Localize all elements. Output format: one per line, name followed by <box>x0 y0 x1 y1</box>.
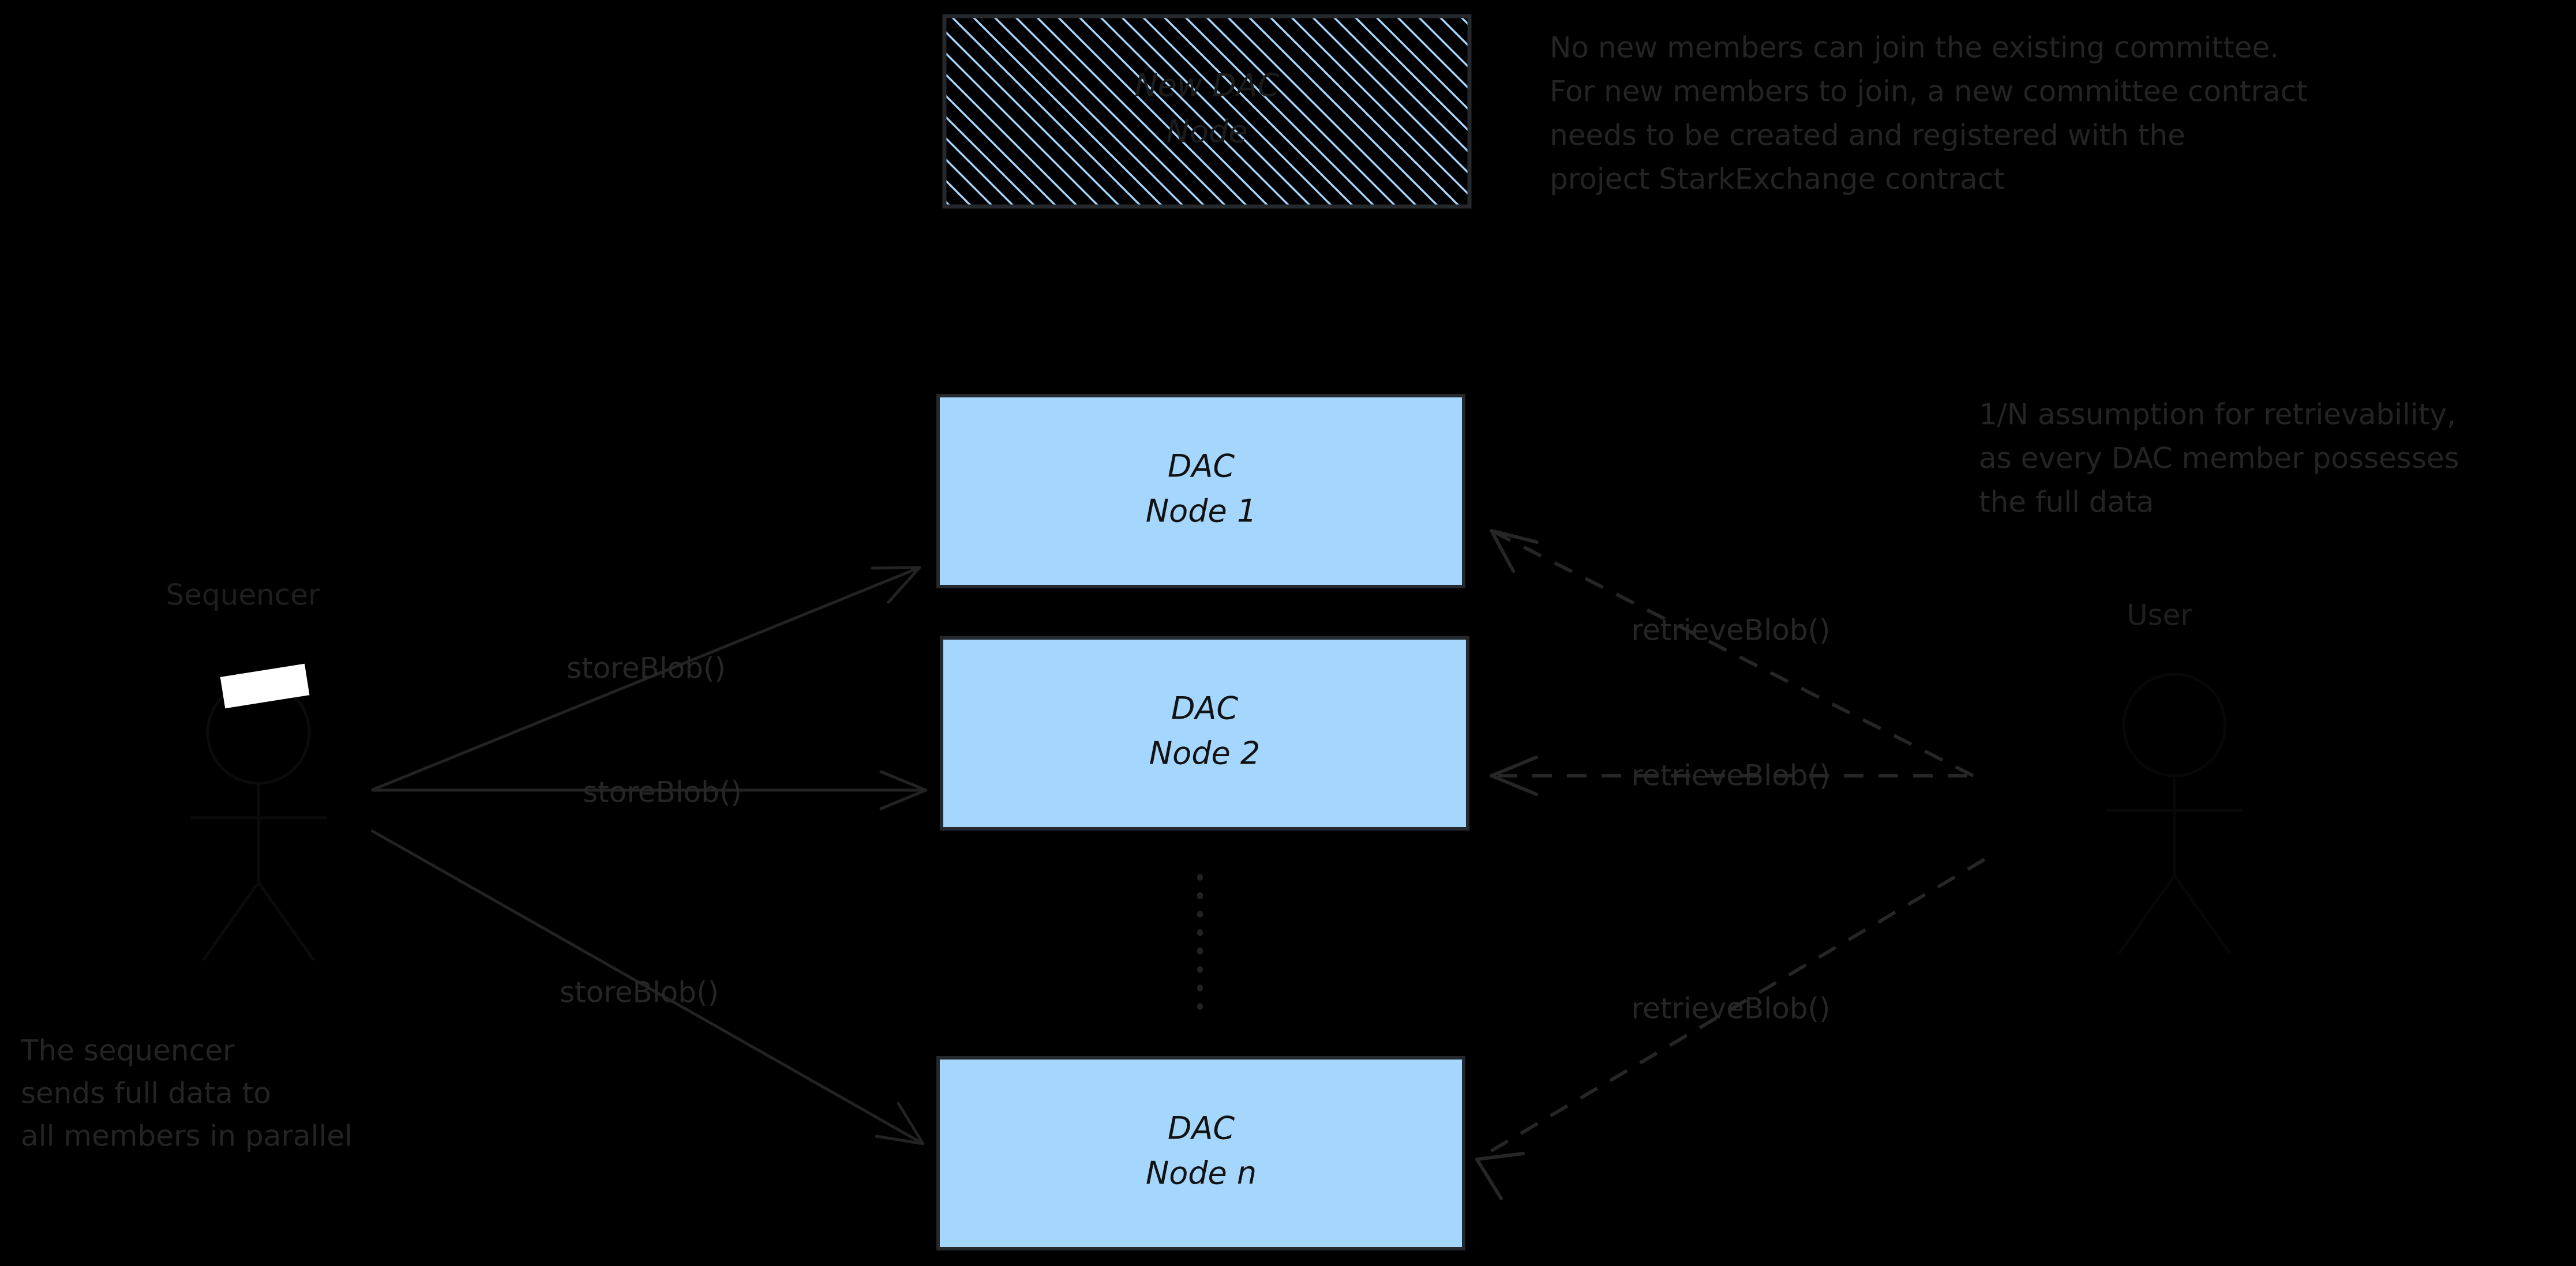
edge-store-node3[interactable]: storeBlob() <box>370 829 925 1145</box>
edge-retrieve-node3-arrowhead <box>1475 1152 1525 1200</box>
dac-node-1-label-line1: DAC <box>1168 448 1235 484</box>
edge-store-node1[interactable]: storeBlob() <box>371 566 921 792</box>
edge-store-node1-arrowhead <box>871 566 921 604</box>
new-dac-node-box[interactable]: New DAC Node <box>942 14 1472 209</box>
note-sequencer-line-1: sends full data to <box>21 1077 271 1110</box>
note-retrievability-line-1: as every DAC member possesses <box>1979 442 2459 475</box>
edge-store-node3-line <box>370 829 924 1145</box>
user-head-icon <box>2122 673 2227 777</box>
edge-retrieve-node3-label: retrieveBlob() <box>1632 992 1831 1025</box>
edge-retrieve-node2[interactable]: retrieveBlob() <box>1490 756 1967 796</box>
edge-retrieve-node1-arrowhead <box>1490 529 1539 573</box>
note-sequencer-parallel: The sequencer sends full data to all mem… <box>20 1034 353 1153</box>
sticky-note-highlight[interactable] <box>220 663 310 709</box>
edge-store-node1-line <box>371 566 920 792</box>
note-committee-line-3: project StarkExchange contract <box>1550 163 2005 196</box>
actor-user-label: User <box>2127 599 2192 632</box>
edge-store-node2-label: storeBlob() <box>583 776 742 809</box>
sequencer-leg-left <box>201 881 260 961</box>
dac-node-2[interactable]: DAC Node 2 <box>940 636 1469 831</box>
dac-node-2-rect <box>940 636 1469 831</box>
note-sequencer-line-2: all members in parallel <box>21 1120 353 1153</box>
dac-node-2-label-line1: DAC <box>1171 690 1239 727</box>
new-dac-node-rect <box>942 14 1472 209</box>
note-committee: No new members can join the existing com… <box>1550 31 2308 196</box>
edge-retrieve-node1-label: retrieveBlob() <box>1632 614 1831 647</box>
actor-sequencer[interactable]: Sequencer <box>166 578 327 961</box>
edge-store-node2[interactable]: storeBlob() <box>372 770 928 810</box>
note-retrievability-line-2: the full data <box>1979 486 2154 519</box>
new-dac-node-label-line1: New DAC <box>1134 67 1279 104</box>
edge-retrieve-node3[interactable]: retrieveBlob() <box>1475 858 1986 1200</box>
note-committee-line-1: For new members to join, a new committee… <box>1550 75 2308 108</box>
edge-retrieve-node1[interactable]: retrieveBlob() <box>1490 529 1974 777</box>
note-committee-line-2: needs to be created and registered with … <box>1550 119 2185 152</box>
dac-node-n[interactable]: DAC Node n <box>936 1056 1465 1250</box>
sequencer-leg-right <box>257 881 316 961</box>
note-committee-line-0: No new members can join the existing com… <box>1550 31 2279 65</box>
edge-store-node1-label: storeBlob() <box>567 652 726 685</box>
edge-retrieve-node2-arrowhead <box>1490 756 1538 796</box>
edge-retrieve-node3-line <box>1476 858 1986 1161</box>
edge-store-node3-label: storeBlob() <box>560 976 719 1009</box>
edge-store-node2-arrowhead <box>879 770 928 810</box>
edge-store-node3-arrowhead <box>875 1102 925 1145</box>
dac-node-n-label-line1: DAC <box>1168 1110 1235 1147</box>
sticky-note-rect <box>220 663 310 709</box>
note-sequencer-line-0: The sequencer <box>20 1034 235 1068</box>
note-retrievability-line-0: 1/N assumption for retrievability, <box>1979 398 2456 431</box>
actor-user[interactable]: User <box>2106 599 2243 955</box>
note-retrievability: 1/N assumption for retrievability, as ev… <box>1979 398 2459 519</box>
actor-sequencer-label: Sequencer <box>166 578 320 612</box>
dac-node-1[interactable]: DAC Node 1 <box>936 394 1465 588</box>
edge-retrieve-node2-label: retrieveBlob() <box>1632 759 1831 792</box>
new-dac-node-label-line2: Node <box>1167 114 1248 150</box>
user-leg-right <box>2173 874 2232 955</box>
edge-retrieve-node1-line <box>1490 529 1974 777</box>
dac-node-1-label-line2: Node 1 <box>1146 493 1257 529</box>
dac-node-n-label-line2: Node n <box>1146 1155 1257 1192</box>
dac-node-2-label-line2: Node 2 <box>1149 735 1260 772</box>
dac-node-n-rect <box>936 1056 1465 1250</box>
dac-node-1-rect <box>936 394 1465 588</box>
user-leg-left <box>2117 874 2176 955</box>
